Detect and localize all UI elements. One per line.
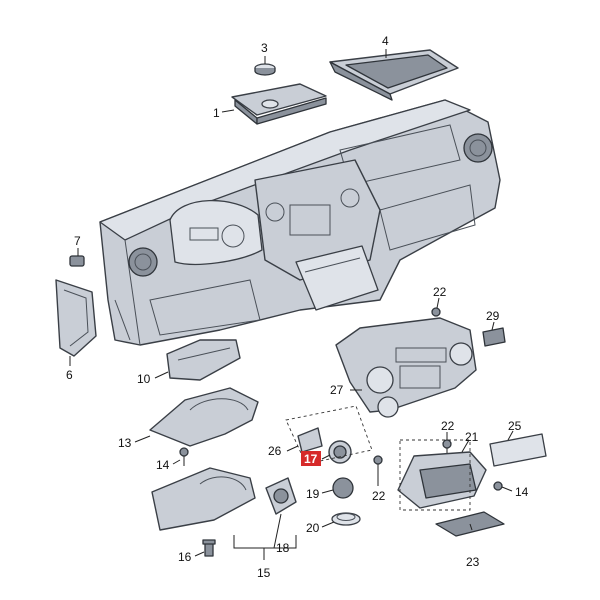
- part-29-cover: [482, 327, 506, 347]
- callout-17-highlight: [301, 451, 321, 466]
- callout-3: 3: [261, 41, 268, 55]
- group-box-right: [399, 439, 471, 511]
- part-22-screw-center: [373, 455, 383, 474]
- callout-14-left: 14: [156, 458, 170, 472]
- part-21-storage-tray: [397, 451, 487, 509]
- dashboard-panel: [99, 99, 501, 346]
- part-22-screw-top: [431, 307, 441, 317]
- callout-13: 13: [118, 436, 132, 450]
- leader-lines: [69, 49, 514, 560]
- callout-7: 7: [74, 234, 81, 248]
- callout-14-right: 14: [515, 485, 529, 499]
- part-15-lower-trim: [151, 467, 256, 531]
- part-27-center-bezel: [335, 317, 477, 418]
- part-7-clip: [69, 255, 85, 267]
- part-18-switch-housing: [265, 477, 297, 515]
- part-3-cap: [254, 63, 276, 76]
- part-14-screw-left: [179, 447, 189, 466]
- callout-18: 18: [276, 541, 290, 555]
- callout-27: 27: [330, 383, 344, 397]
- part-14-screw-right: [493, 481, 503, 491]
- callout-25: 25: [508, 419, 522, 433]
- callout-21: 21: [465, 430, 479, 444]
- callout-29: 29: [486, 309, 500, 323]
- part-10-cover: [166, 339, 241, 381]
- callout-22-top: 22: [433, 285, 447, 299]
- part-19-knob: [332, 477, 354, 499]
- callout-19: 19: [306, 487, 320, 501]
- part-17-switch-module: [328, 440, 352, 464]
- part-26-bracket: [297, 427, 323, 453]
- callout-16: 16: [178, 550, 192, 564]
- part-1-tray: [231, 83, 327, 125]
- callout-4: 4: [382, 34, 389, 48]
- part-6-side-cover: [55, 279, 97, 357]
- part-25-cover: [489, 433, 547, 467]
- part-13-upper-trim: [149, 387, 259, 447]
- callout-10: 10: [137, 372, 151, 386]
- callout-20: 20: [306, 521, 320, 535]
- callout-26: 26: [268, 444, 282, 458]
- part-16-screw: [202, 539, 216, 557]
- callout-6: 6: [66, 368, 73, 382]
- part-4-storage-compartment: [329, 49, 459, 101]
- callout-17: 17: [304, 452, 318, 466]
- callout-15: 15: [257, 566, 271, 580]
- callout-22-right: 22: [441, 419, 455, 433]
- callout-23: 23: [466, 555, 480, 569]
- callout-22-center: 22: [372, 489, 386, 503]
- callout-1: 1: [213, 106, 220, 120]
- part-20-ring: [331, 512, 361, 526]
